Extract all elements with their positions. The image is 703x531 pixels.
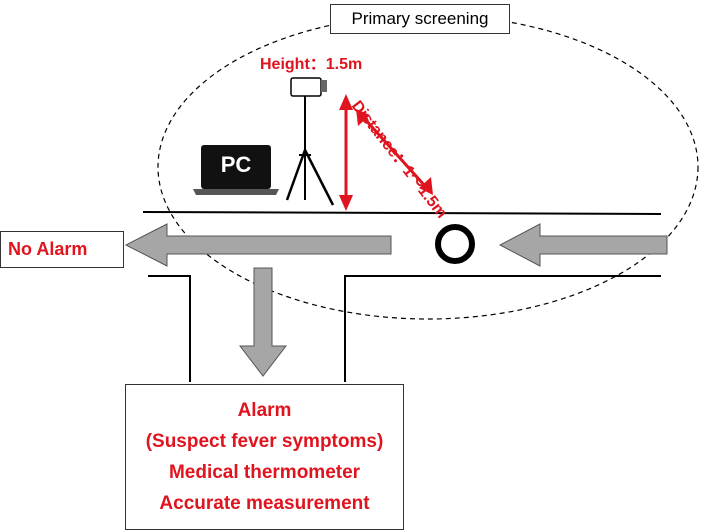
person-marker	[435, 224, 475, 264]
height-label: Height：1.5m	[260, 56, 363, 73]
alarm-line: Accurate measurement	[159, 493, 370, 514]
corridor-top-wall	[142, 211, 662, 215]
no-alarm-box: No Alarm	[0, 231, 124, 268]
alarm-line: (Suspect fever symptoms)	[145, 431, 384, 452]
tripod-camera-icon	[285, 77, 335, 206]
no-alarm-arrow	[124, 223, 392, 267]
screening-zone-ellipse	[157, 14, 699, 320]
distance-arrow	[356, 109, 433, 195]
corridor-bottom-right-wall	[344, 275, 661, 382]
laptop-icon	[193, 145, 279, 195]
alarm-box: Alarm (Suspect fever symptoms) Medical t…	[125, 384, 404, 530]
entry-arrow	[498, 223, 668, 267]
alarm-arrow	[238, 267, 288, 377]
corridor-bottom-left-wall	[148, 275, 191, 382]
alarm-line: Alarm	[237, 400, 292, 421]
alarm-line: Medical thermometer	[168, 462, 361, 483]
zone-title: Primary screening	[330, 4, 510, 34]
height-arrow	[339, 94, 353, 211]
pc-label: PC	[220, 152, 252, 177]
